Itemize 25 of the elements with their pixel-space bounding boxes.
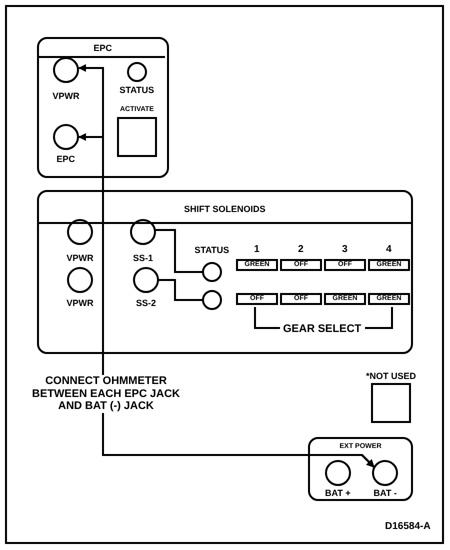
button-label: *NOT USED (366, 372, 416, 381)
connector-line (155, 229, 203, 273)
jack-label: SS-2 (136, 299, 156, 308)
connector-line (158, 279, 203, 301)
jack-label: EPC (56, 155, 76, 164)
control-panel (37, 37, 169, 178)
jack-label: VPWR (52, 92, 80, 101)
control-panel (308, 437, 413, 501)
jack-label: STATUS (120, 86, 154, 95)
jack-label: VPWR (66, 254, 94, 263)
panel-title: SHIFT SOLENOIDS (184, 205, 266, 214)
group-label: GEAR SELECT (283, 324, 362, 335)
column-number: 4 (386, 245, 392, 255)
column-number: 2 (298, 245, 304, 255)
control-panel (37, 190, 413, 354)
column-number: 1 (254, 245, 260, 255)
jack-label: BAT + (325, 489, 351, 498)
panel-title: EPC (94, 44, 112, 53)
column-number: 3 (342, 245, 348, 255)
jack-label: STATUS (194, 246, 230, 255)
jack-label: VPWR (66, 299, 94, 308)
figure-code: D16584-A (385, 522, 431, 532)
jack-label: SS-1 (133, 254, 154, 263)
arrow (78, 133, 375, 468)
jack-label: BAT - (374, 489, 397, 498)
